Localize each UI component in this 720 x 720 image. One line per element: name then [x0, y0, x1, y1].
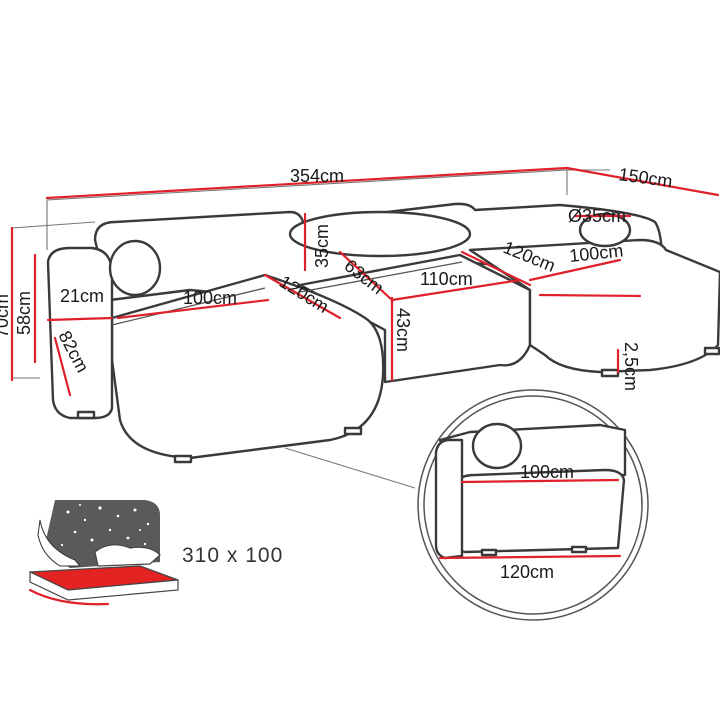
label-seat-width-mid: 110cm — [420, 269, 473, 289]
sleeping-area-icon: 310 x 100 — [28, 500, 283, 606]
left-chaise — [110, 273, 385, 460]
label-detail-width: 100cm — [520, 462, 574, 482]
dimension-lines — [10, 166, 720, 397]
label-leg-height: 2,5cm — [621, 342, 641, 391]
cushion-right — [578, 212, 632, 248]
label-cushion-height: 35cm — [312, 224, 332, 268]
label-depth-chaise: 150cm — [617, 164, 673, 191]
label-armrest-width: 21cm — [60, 286, 104, 306]
stars-icon — [60, 504, 150, 547]
pillow-icon — [94, 544, 161, 567]
label-total-height: 70cm — [0, 294, 12, 338]
detail-callout: 100cm 120cm — [284, 389, 649, 621]
cushion-left — [108, 239, 162, 297]
label-total-width: 354cm — [290, 166, 344, 186]
left-armrest — [46, 246, 114, 420]
label-seat-width-left: 100cm — [183, 288, 237, 308]
cushion-back — [288, 210, 472, 258]
detail-sofa: 100cm 120cm — [434, 422, 627, 582]
label-armrest-height: 58cm — [14, 291, 34, 335]
label-detail-depth: 120cm — [500, 562, 554, 582]
label-cushion-diameter: Ø35cm — [568, 206, 626, 226]
right-chaise — [468, 238, 720, 374]
sleeping-area-label: 310 x 100 — [182, 544, 283, 567]
label-seat-height: 43cm — [393, 308, 413, 352]
sofa-drawing — [46, 202, 720, 464]
